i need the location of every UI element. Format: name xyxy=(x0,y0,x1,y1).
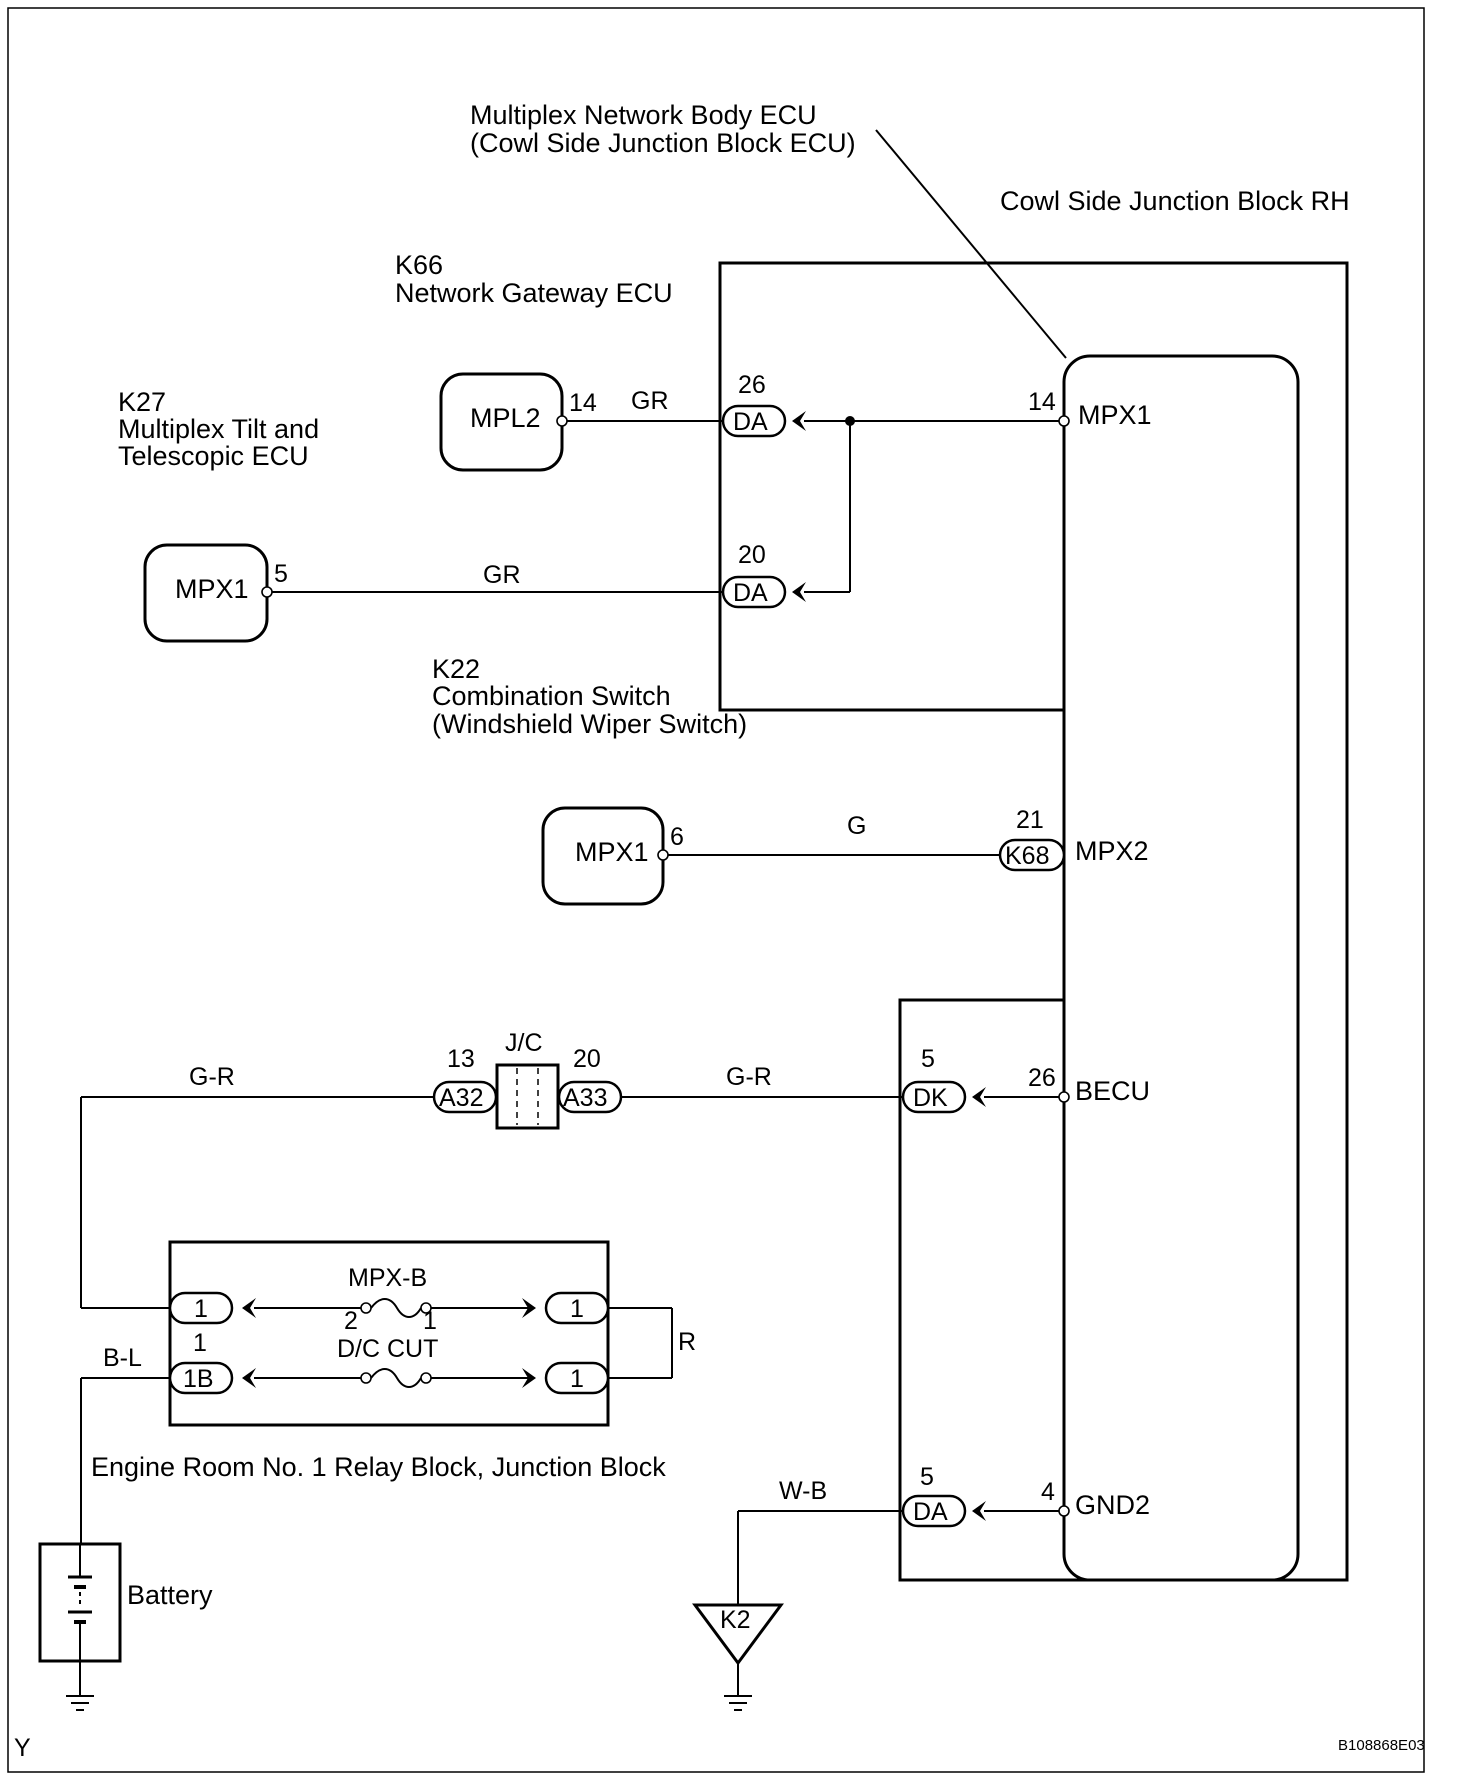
k68-pin: 21 xyxy=(1016,806,1044,834)
mpl2-pin-number: 14 xyxy=(569,389,597,417)
wire-r-label: R xyxy=(678,1328,696,1356)
fuse1-term-left xyxy=(360,1302,372,1314)
wire-gr-label-2: GR xyxy=(483,561,521,589)
ecu-mpx1-terminal: MPX1 xyxy=(1078,400,1152,430)
k66-name: Network Gateway ECU xyxy=(395,278,673,308)
ecu-gnd2-pin-number: 4 xyxy=(1041,1478,1055,1506)
k27-name-2: Telescopic ECU xyxy=(118,441,309,471)
k68-label: K68 xyxy=(1005,842,1049,870)
cowl-block-label: Cowl Side Junction Block RH xyxy=(1000,186,1350,216)
k27-pin-number: 5 xyxy=(274,560,288,588)
fuse2-term-left xyxy=(360,1372,372,1384)
body-ecu-label-2: (Cowl Side Junction Block ECU) xyxy=(470,128,856,158)
fuse1-pin-left: 2 xyxy=(344,1307,358,1335)
wire-gr-label-1: GR xyxy=(631,387,669,415)
k27-mpx1-label: MPX1 xyxy=(175,574,249,604)
k22-name-1: Combination Switch xyxy=(432,681,671,711)
k22-name-2: (Windshield Wiper Switch) xyxy=(432,709,747,739)
wire-wb-label: W-B xyxy=(779,1477,827,1505)
wire-bl-label: B-L xyxy=(103,1344,142,1372)
relay-conn-1-right-label: 1 xyxy=(570,1295,584,1323)
a33-label: A33 xyxy=(563,1084,607,1112)
k27-pin xyxy=(261,586,273,598)
da20-pin: 20 xyxy=(738,541,766,569)
fuse1-label: MPX-B xyxy=(348,1264,427,1292)
ecu-mpx2-terminal: MPX2 xyxy=(1075,836,1149,866)
dk5-connector xyxy=(901,1080,967,1114)
relay-conn-1-left xyxy=(168,1291,234,1325)
k68-connector xyxy=(998,838,1066,872)
page-frame xyxy=(7,7,1425,1773)
mpl2-pin xyxy=(556,415,568,427)
a32-pin: 13 xyxy=(447,1045,475,1073)
ecu-gnd2-pin xyxy=(1058,1505,1070,1517)
dk5-label: DK xyxy=(913,1084,948,1112)
battery-label: Battery xyxy=(127,1580,213,1610)
a33-pin: 20 xyxy=(573,1045,601,1073)
ecu-gnd2-terminal: GND2 xyxy=(1075,1490,1150,1520)
da5-label: DA xyxy=(913,1498,948,1526)
k2-label: K2 xyxy=(720,1606,751,1634)
jc-label: J/C xyxy=(505,1029,543,1057)
k2-ground-point xyxy=(692,1603,784,1666)
fuse2-term-right xyxy=(420,1372,432,1384)
da5-pin: 5 xyxy=(920,1463,934,1491)
a32-label: A32 xyxy=(439,1084,483,1112)
k22-mpx1-label: MPX1 xyxy=(575,837,649,867)
jc-block xyxy=(495,1063,560,1130)
body-ecu-label-1: Multiplex Network Body ECU xyxy=(470,100,817,130)
da26-connector xyxy=(721,404,787,438)
ecu-becu-pin-number: 26 xyxy=(1028,1064,1056,1092)
ecu-becu-pin xyxy=(1058,1091,1070,1103)
wire-gr-left-label: G-R xyxy=(189,1063,235,1091)
k22-pin-number: 6 xyxy=(670,823,684,851)
footer-left-mark: Y xyxy=(14,1734,31,1762)
body-ecu-box xyxy=(1062,354,1300,1582)
relay-block xyxy=(168,1240,610,1427)
k27-code: K27 xyxy=(118,387,166,417)
da26-pin: 26 xyxy=(738,371,766,399)
footer-figure-code: B108868E03 xyxy=(1338,1737,1425,1754)
relay-block-label: Engine Room No. 1 Relay Block, Junction … xyxy=(91,1452,666,1482)
fuse1-pin-right: 1 xyxy=(423,1307,437,1335)
wire-gr-right-label: G-R xyxy=(726,1063,772,1091)
wire-g-label: G xyxy=(847,812,866,840)
k22-code: K22 xyxy=(432,654,480,684)
dk5-pin: 5 xyxy=(921,1045,935,1073)
relay-conn-1b-left-label: 1B xyxy=(183,1365,214,1393)
ecu-mpx1-pin-number: 14 xyxy=(1028,388,1056,416)
da20-connector xyxy=(721,575,787,609)
body-ecu-leader xyxy=(875,129,1067,359)
relay-conn-1b-right-label: 1 xyxy=(570,1365,584,1393)
cowl-junction-block-outline xyxy=(718,261,1349,1582)
k22-pin xyxy=(657,849,669,861)
mpl2-label: MPL2 xyxy=(470,403,541,433)
relay-conn-1b-pin: 1 xyxy=(193,1329,207,1357)
fuse1-element xyxy=(370,1298,422,1318)
ecu-becu-terminal: BECU xyxy=(1075,1076,1150,1106)
k27-name-1: Multiplex Tilt and xyxy=(118,414,319,444)
fuse2-label: D/C CUT xyxy=(337,1335,438,1363)
k66-code: K66 xyxy=(395,250,443,280)
fuse2-element xyxy=(370,1368,422,1388)
da20-label: DA xyxy=(733,579,768,607)
da26-label: DA xyxy=(733,408,768,436)
ecu-mpx1-pin xyxy=(1058,415,1070,427)
relay-conn-1-left-label: 1 xyxy=(194,1295,208,1323)
relay-conn-1b-right xyxy=(544,1361,610,1395)
